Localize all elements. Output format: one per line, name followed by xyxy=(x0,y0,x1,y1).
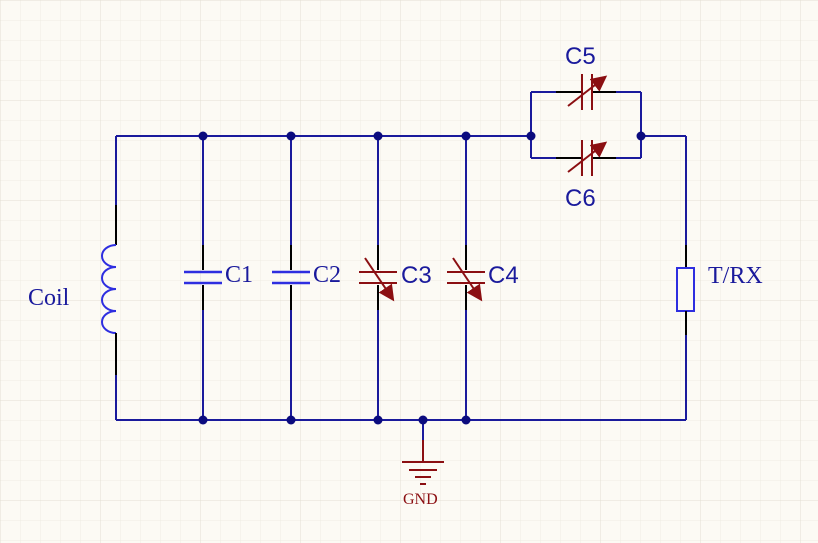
junctions xyxy=(198,131,646,425)
junction-dot xyxy=(198,131,208,141)
variable-capacitor-c4[interactable] xyxy=(447,245,485,310)
label-c2: C2 xyxy=(313,262,341,288)
label-c5: C5 xyxy=(565,43,596,70)
junction-dot xyxy=(286,415,296,425)
junction-dot xyxy=(418,415,428,425)
junction-dot xyxy=(526,131,536,141)
variable-capacitor-c3[interactable] xyxy=(359,245,397,310)
variable-capacitor-c5[interactable] xyxy=(556,74,616,110)
label-c4: C4 xyxy=(488,262,519,289)
label-gnd: GND xyxy=(403,491,438,508)
capacitor-c1[interactable] xyxy=(184,245,222,310)
junction-dot xyxy=(373,415,383,425)
capacitor-c2[interactable] xyxy=(272,245,310,310)
coil-inductor[interactable] xyxy=(101,205,117,375)
junction-dot xyxy=(198,415,208,425)
junction-dot xyxy=(461,131,471,141)
wires xyxy=(115,91,687,440)
junction-dot xyxy=(636,131,646,141)
ground-symbol[interactable] xyxy=(402,440,444,485)
label-c6: C6 xyxy=(565,185,596,212)
label-c3: C3 xyxy=(401,262,432,289)
label-coil: Coil xyxy=(28,285,70,311)
junction-dot xyxy=(373,131,383,141)
junction-dot xyxy=(461,415,471,425)
trx-port[interactable] xyxy=(676,245,695,335)
variable-capacitor-c6[interactable] xyxy=(556,140,616,176)
junction-dot xyxy=(286,131,296,141)
label-c1: C1 xyxy=(225,262,253,288)
label-trx: T/RX xyxy=(708,263,763,289)
